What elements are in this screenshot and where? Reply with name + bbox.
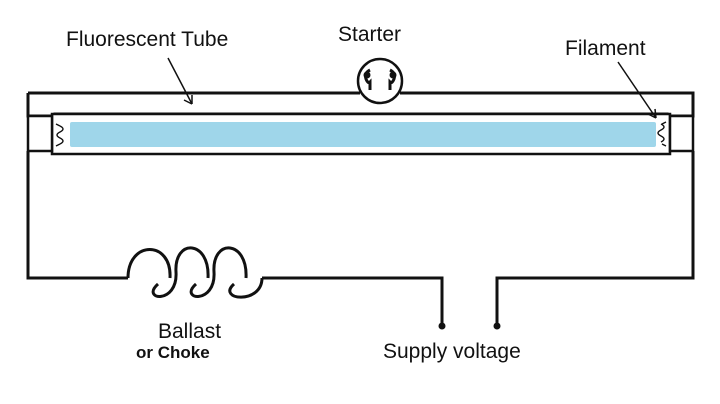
right-main-wire	[495, 151, 695, 325]
fluorescent-tube-glow	[70, 122, 656, 147]
ballast-coil-icon	[126, 246, 264, 299]
starter-circuit-wire-right	[26, 91, 695, 118]
left-filament-icon	[55, 123, 64, 147]
filament-label: Filament	[565, 37, 646, 60]
left-main-wire	[26, 151, 128, 280]
tube-label-arrowhead-icon	[183, 95, 193, 105]
starter-icon	[356, 57, 404, 105]
left-end-cap	[26, 114, 54, 153]
right-filament-icon	[657, 121, 667, 147]
supply-terminal-left	[438, 322, 446, 330]
choke-label: or Choke	[136, 343, 210, 362]
ballast-label: Ballast	[158, 320, 221, 343]
supply-voltage-label: Supply voltage	[383, 340, 521, 363]
starter-label: Starter	[338, 23, 401, 46]
right-end-cap	[668, 114, 695, 153]
ballast-to-supply-wire	[262, 276, 444, 325]
supply-terminal-right	[493, 322, 501, 330]
tube-label: Fluorescent Tube	[66, 28, 228, 51]
filament-label-leader	[617, 61, 657, 119]
tube-label-leader	[167, 57, 193, 105]
filament-label-arrowhead-icon	[647, 108, 657, 119]
